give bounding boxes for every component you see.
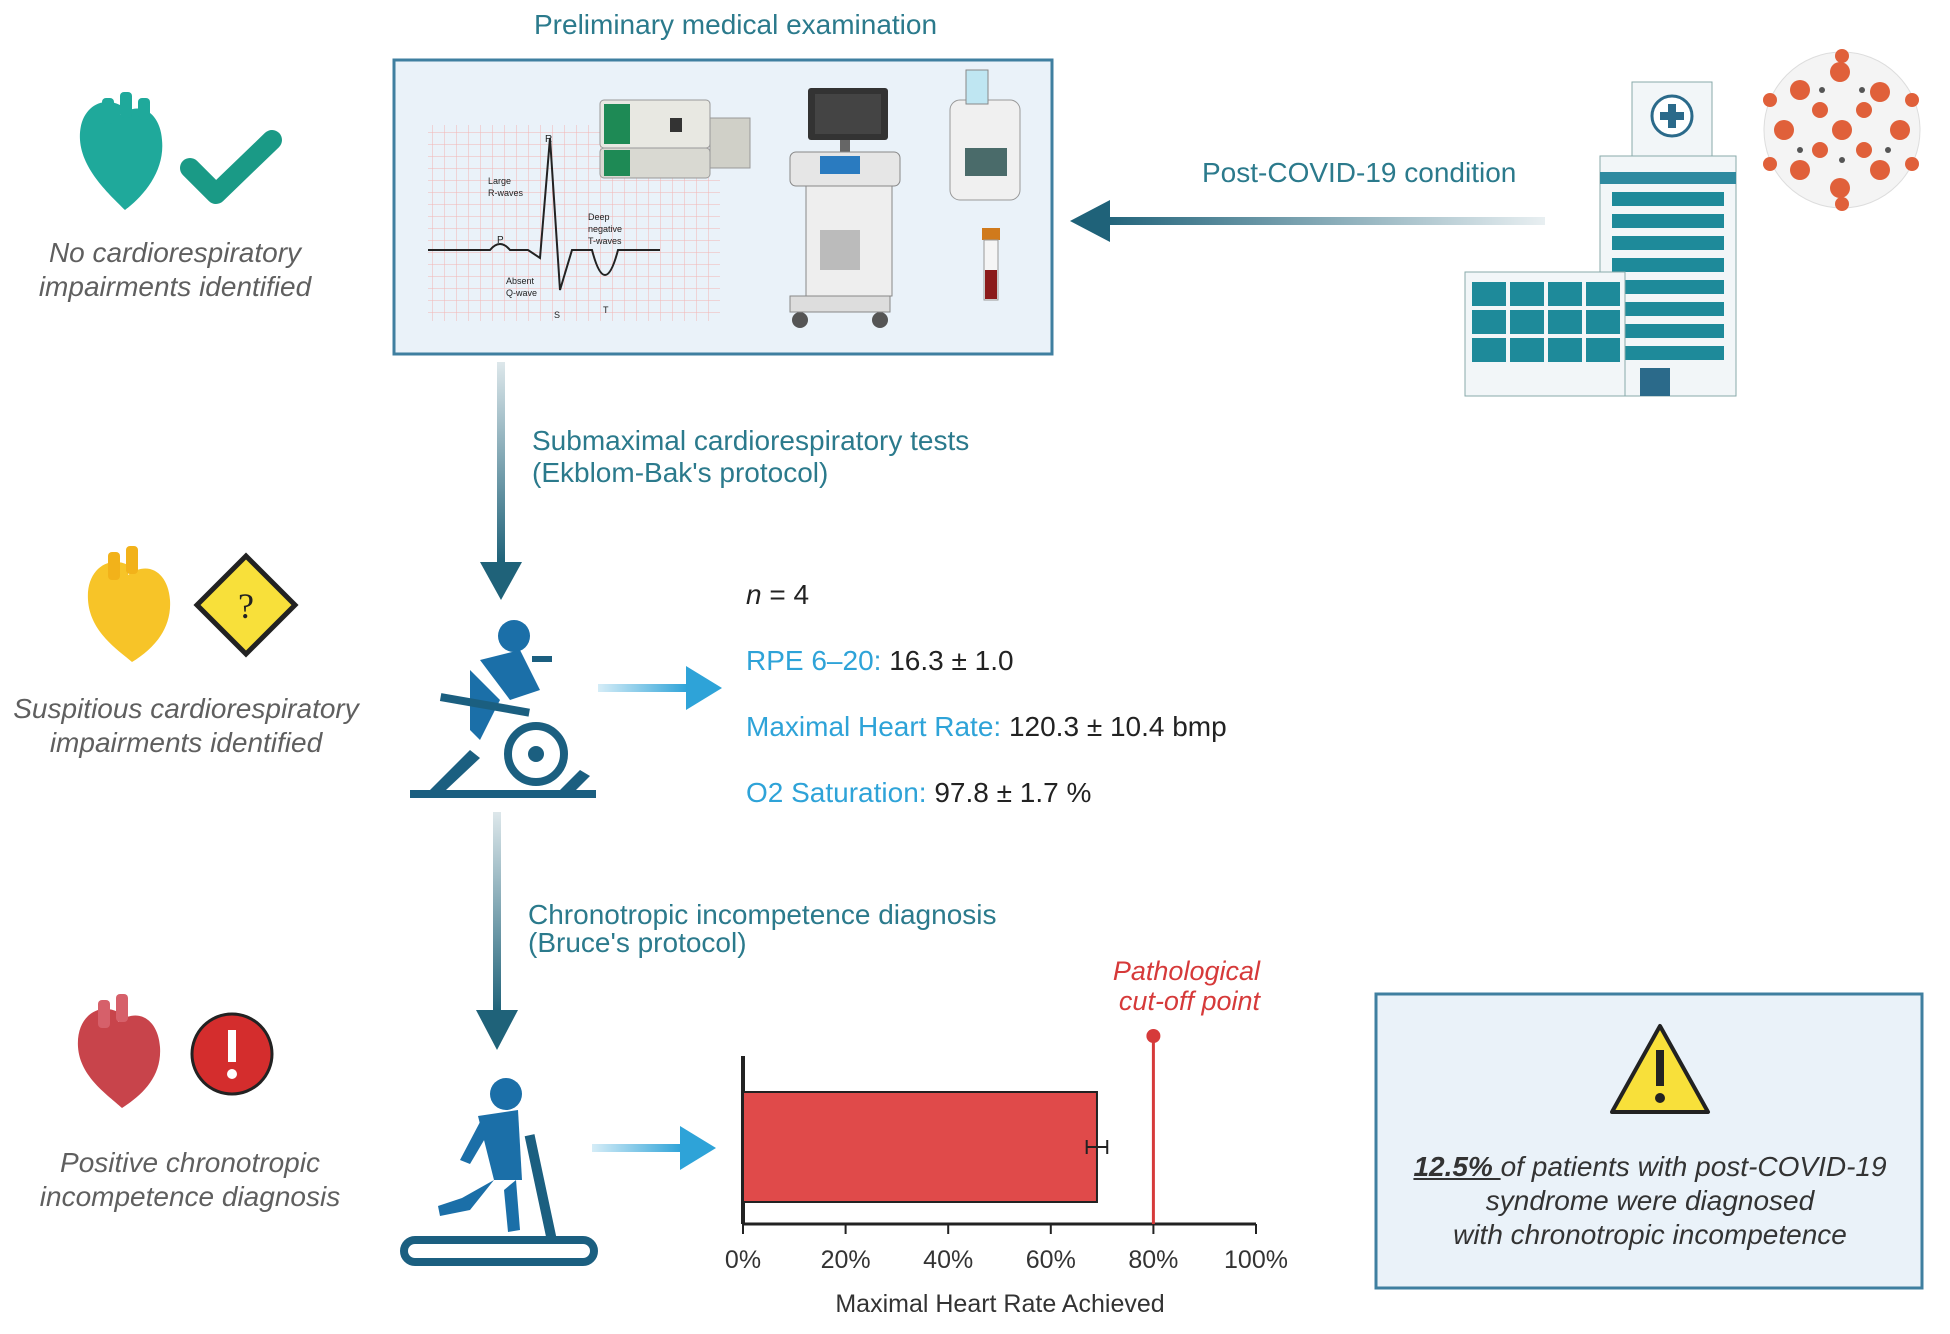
- question-sign-icon: ?: [193, 552, 299, 658]
- ecg-label-deep-2: negative: [588, 224, 622, 234]
- result-line1-rest: of patients with post-COVID-19: [1500, 1151, 1887, 1182]
- outcome-suspicious-line1: Suspitious cardiorespiratory: [13, 693, 359, 724]
- stat-mhr-value: 120.3 ± 10.4 bmp: [1001, 711, 1227, 742]
- stat-n-value: = 4: [761, 579, 810, 610]
- right-arrow-stats: [598, 666, 722, 710]
- red-heart-icon: [77, 994, 161, 1108]
- submaximal-title-2: (Ekblom-Bak's protocol): [532, 457, 829, 488]
- chrono-title-2: (Bruce's protocol): [528, 927, 747, 958]
- chart-x-tick-label: 40%: [923, 1246, 973, 1274]
- stat-n-symbol: n: [746, 579, 762, 610]
- down-arrow-submaximal: [480, 362, 522, 600]
- chart-x-tick-label: 100%: [1224, 1246, 1288, 1274]
- chart-xlabel: Maximal Heart Rate Achieved: [835, 1290, 1165, 1318]
- preliminary-exam-box: R Large R-waves P Deep negative T-waves …: [392, 58, 1054, 356]
- ecg-machine-icon: [599, 99, 751, 179]
- ecg-label-large-r-2: R-waves: [488, 188, 524, 198]
- alert-icon: [190, 1012, 274, 1096]
- result-line1: 12.5% of patients with post-COVID-19: [1380, 1150, 1920, 1184]
- ecg-label-large-r-1: Large: [488, 176, 511, 186]
- virus-icon: [1763, 49, 1921, 211]
- ecg-label-r: R: [545, 134, 552, 145]
- ultrasound-machine-icon: [789, 88, 901, 328]
- result-text: 12.5% of patients with post-COVID-19 syn…: [1380, 1150, 1920, 1252]
- chart-cutoff-marker: [1146, 1029, 1161, 1043]
- ecg-label-t: T: [603, 305, 609, 315]
- ecg-label-deep-3: T-waves: [588, 236, 622, 246]
- stat-mhr: Maximal Heart Rate: 120.3 ± 10.4 bmp: [746, 710, 1227, 744]
- chrono-title-1: Chronotropic incompetence diagnosis: [528, 899, 997, 930]
- outcome-none-line1: No cardiorespiratory: [48, 237, 302, 268]
- outcome-suspicious-caption: Suspitious cardiorespiratory impairments…: [0, 692, 372, 760]
- stat-o2: O2 Saturation: 97.8 ± 1.7 %: [746, 776, 1091, 810]
- ecg-label-deep-1: Deep: [588, 212, 610, 222]
- chart-x-tick-label: 20%: [821, 1246, 871, 1274]
- warning-icon: [1610, 1024, 1710, 1114]
- blood-tube-icon: [982, 228, 1000, 301]
- stat-n: n = 4: [746, 578, 809, 612]
- stat-o2-value: 97.8 ± 1.7 %: [926, 777, 1092, 808]
- teal-heart-icon: [79, 92, 163, 210]
- stat-rpe: RPE 6–20: 16.3 ± 1.0: [746, 644, 1014, 678]
- result-highlight: 12.5%: [1413, 1151, 1501, 1182]
- svg-text:?: ?: [238, 586, 254, 626]
- submaximal-title-1: Submaximal cardiorespiratory tests: [532, 425, 970, 456]
- outcome-positive-line2: incompetence diagnosis: [39, 1181, 341, 1212]
- down-arrow-chronotropic: [476, 812, 518, 1050]
- stat-mhr-label: Maximal Heart Rate:: [746, 711, 1002, 742]
- analyzer-icon: [949, 69, 1021, 201]
- ecg-label-absent-2: Q-wave: [506, 288, 537, 298]
- result-line2: syndrome were diagnosed: [1485, 1185, 1815, 1216]
- yellow-heart-icon: [87, 546, 171, 662]
- stat-o2-label: O2 Saturation:: [746, 777, 927, 808]
- post-covid-arrow: [1070, 200, 1545, 242]
- cutoff-label-line1: Pathological: [1112, 956, 1260, 986]
- hospital-icon: [1464, 81, 1737, 397]
- post-covid-label: Post-COVID-19 condition: [1202, 157, 1517, 188]
- chart-x-tick-label: 0%: [725, 1246, 761, 1274]
- cutoff-label: Pathological cut-off point: [1040, 956, 1260, 1016]
- result-box: [1374, 992, 1924, 1290]
- outcome-positive-line1: Positive chronotropic: [60, 1147, 320, 1178]
- stat-rpe-label: RPE 6–20:: [746, 645, 882, 676]
- check-icon: [180, 130, 282, 204]
- treadmill-icon: [400, 1078, 598, 1266]
- ecg-label-absent-1: Absent: [506, 276, 535, 286]
- stat-rpe-value: 16.3 ± 1.0: [881, 645, 1014, 676]
- ecg-label-p: P: [497, 235, 504, 246]
- outcome-none-line2: impairments identified: [38, 271, 312, 302]
- result-line3: with chronotropic incompetence: [1453, 1219, 1847, 1250]
- exercise-bike-icon: [410, 620, 596, 798]
- ecg-label-s: S: [554, 310, 560, 320]
- heart-rate-chart: 0% 20% 40% 60% 80% 100%: [725, 1029, 1288, 1274]
- chart-bar: [742, 1091, 1098, 1203]
- preliminary-exam-title: Preliminary medical examination: [534, 9, 938, 40]
- outcome-positive-caption: Positive chronotropic incompetence diagn…: [10, 1146, 370, 1214]
- outcome-suspicious-line2: impairments identified: [49, 727, 323, 758]
- chart-x-tick-label: 80%: [1128, 1246, 1178, 1274]
- chart-x-tick-label: 60%: [1026, 1246, 1076, 1274]
- cutoff-label-line2: cut-off point: [1118, 986, 1260, 1016]
- outcome-none-caption: No cardiorespiratory impairments identif…: [10, 236, 340, 304]
- right-arrow-chart: [592, 1126, 716, 1170]
